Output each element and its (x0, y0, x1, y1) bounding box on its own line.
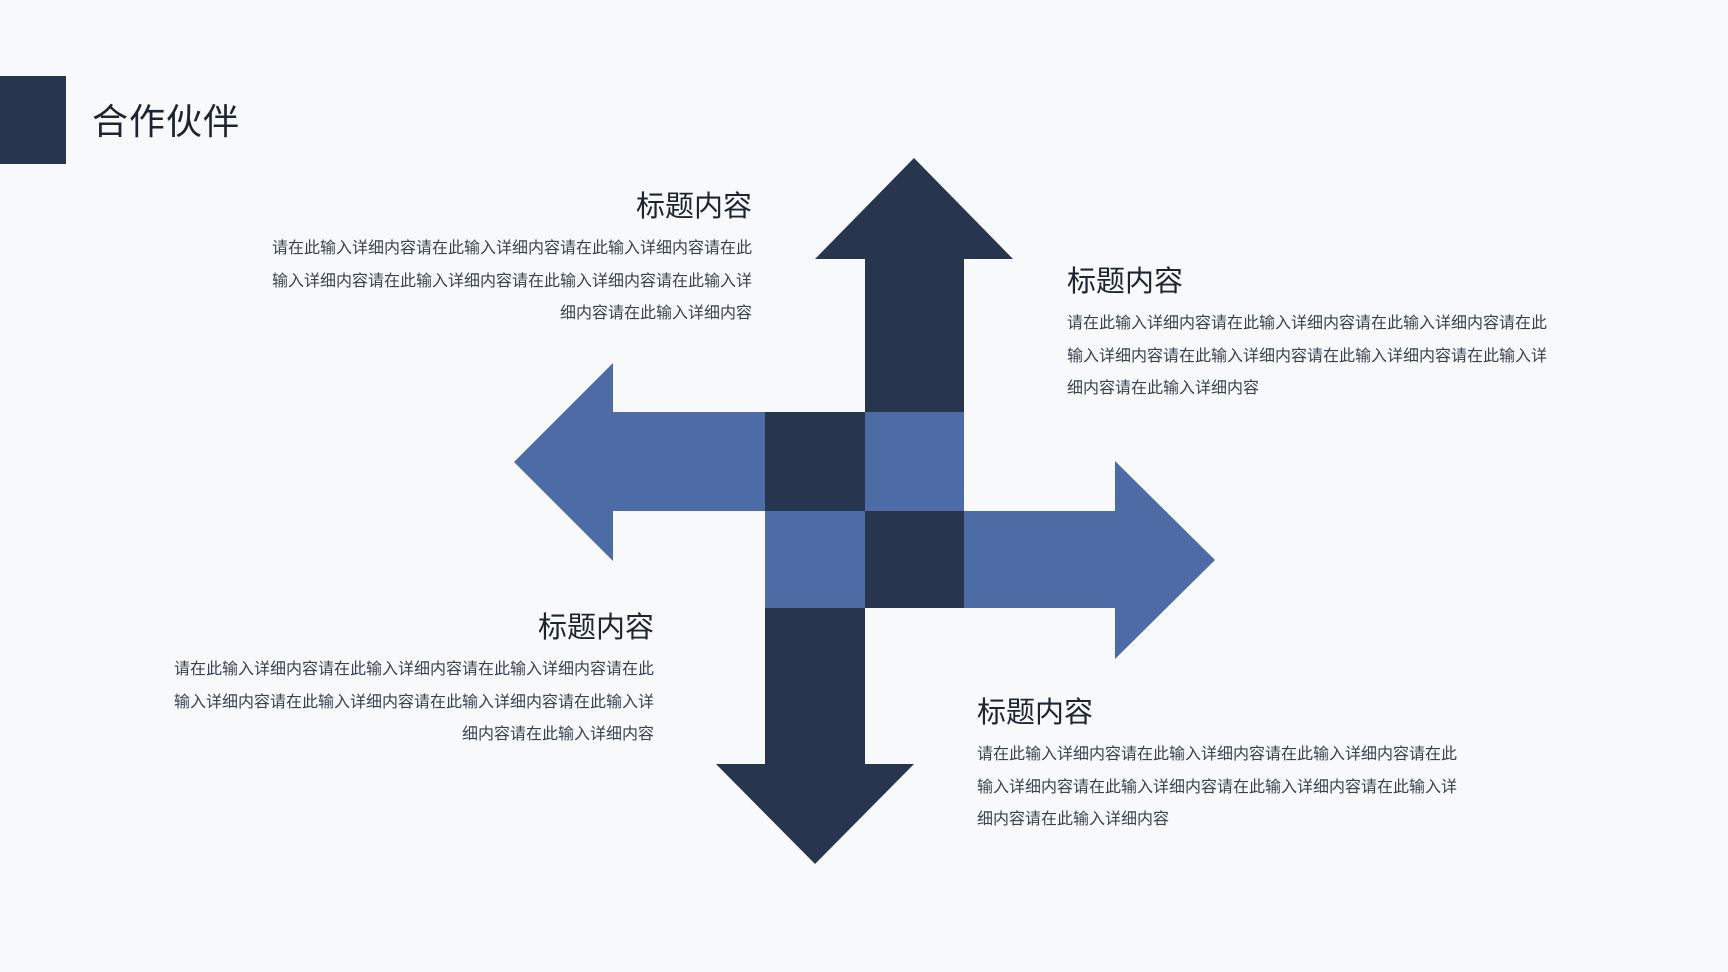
arrow-left (514, 363, 765, 561)
center-square-top-right (865, 412, 964, 511)
text-block-top-right: 标题内容 请在此输入详细内容请在此输入详细内容请在此输入详细内容请在此输入详细内… (1067, 261, 1557, 405)
block-title: 标题内容 (537, 610, 654, 644)
block-body: 请在此输入详细内容请在此输入详细内容请在此输入详细内容请在此输入详细内容请在此输… (173, 659, 654, 743)
block-body: 请在此输入详细内容请在此输入详细内容请在此输入详细内容请在此输入详细内容请在此输… (271, 238, 752, 322)
block-title: 标题内容 (635, 189, 752, 223)
page-title: 合作伙伴 (92, 102, 241, 143)
title-accent-block (0, 76, 66, 164)
block-title: 标题内容 (977, 695, 1094, 729)
text-block-top-left: 标题内容 请在此输入详细内容请在此输入详细内容请在此输入详细内容请在此输入详细内… (262, 186, 752, 330)
block-title: 标题内容 (1067, 264, 1184, 298)
block-body: 请在此输入详细内容请在此输入详细内容请在此输入详细内容请在此输入详细内容请在此输… (1067, 313, 1548, 397)
center-square-bottom-left (765, 511, 865, 608)
block-body: 请在此输入详细内容请在此输入详细内容请在此输入详细内容请在此输入详细内容请在此输… (977, 744, 1458, 828)
center-square-bottom-right (865, 511, 964, 608)
arrow-up (815, 158, 1013, 412)
center-square-top-left (765, 412, 865, 511)
text-block-bottom-left: 标题内容 请在此输入详细内容请在此输入详细内容请在此输入详细内容请在此输入详细内… (164, 607, 654, 751)
arrow-right (964, 461, 1215, 659)
text-block-bottom-right: 标题内容 请在此输入详细内容请在此输入详细内容请在此输入详细内容请在此输入详细内… (977, 692, 1467, 836)
arrow-down (716, 608, 914, 864)
